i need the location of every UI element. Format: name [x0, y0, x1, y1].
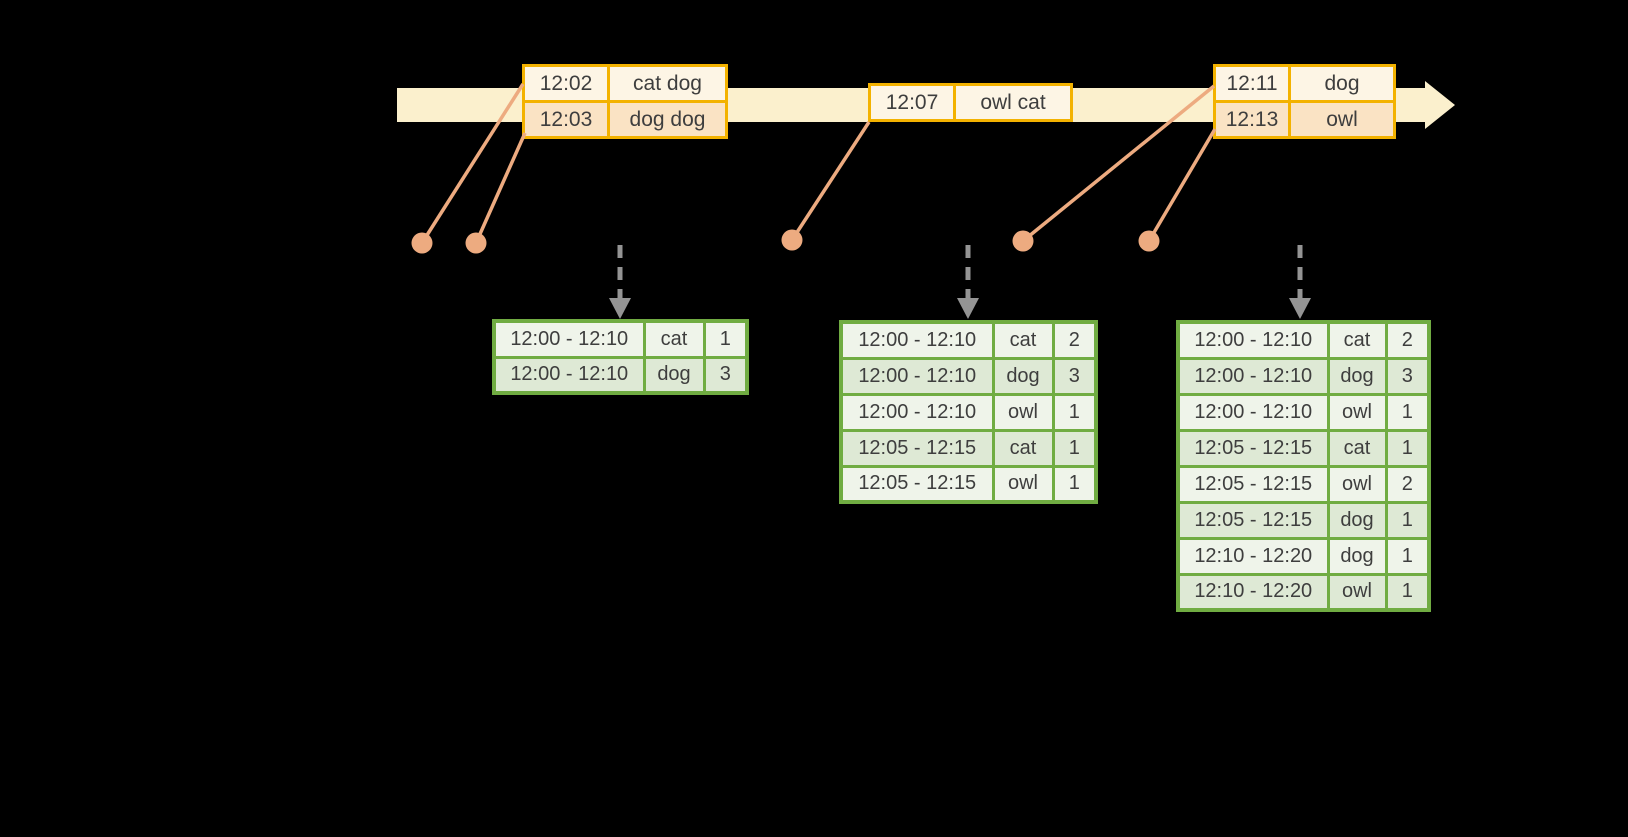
- event-dot-icon: [1012, 230, 1034, 252]
- trigger-down-arrow-icon: [609, 245, 631, 319]
- table-cell: 12:07: [868, 83, 956, 122]
- table-cell: 3: [702, 355, 749, 395]
- table-cell: owl: [1288, 100, 1396, 139]
- table-cell: 12:10 - 12:20: [1176, 572, 1330, 612]
- event-connector-line: [474, 132, 527, 244]
- table-cell: 12:05 - 12:15: [839, 464, 995, 504]
- table-cell: 12:00 - 12:10: [492, 355, 646, 395]
- table-cell: cat: [991, 428, 1055, 468]
- event-dot-icon: [411, 232, 433, 254]
- table-cell: owl: [1326, 392, 1388, 432]
- event-connector-line: [1147, 128, 1217, 242]
- table-cell: 1: [1384, 536, 1431, 576]
- table-cell: 12:05 - 12:15: [839, 428, 995, 468]
- table-cell: 1: [1051, 392, 1098, 432]
- table-cell: cat dog: [607, 64, 728, 103]
- table-cell: 12:10 - 12:20: [1176, 536, 1330, 576]
- table-cell: 1: [1051, 464, 1098, 504]
- event-connector-line: [790, 121, 871, 241]
- event-dot-icon: [1138, 230, 1160, 252]
- trigger-arrowhead-icon: [609, 298, 631, 319]
- event-dot-icon: [465, 232, 487, 254]
- table-cell: dog: [1326, 536, 1388, 576]
- table-cell: dog: [1288, 64, 1396, 103]
- table-cell: 2: [1384, 320, 1431, 360]
- table-cell: 12:00 - 12:10: [492, 319, 646, 359]
- table-cell: 12:00 - 12:10: [839, 392, 995, 432]
- table-cell: dog: [1326, 356, 1388, 396]
- table-cell: 12:00 - 12:10: [1176, 392, 1330, 432]
- table-cell: 12:00 - 12:10: [839, 356, 995, 396]
- table-cell: owl: [1326, 464, 1388, 504]
- table-cell: 1: [1384, 572, 1431, 612]
- trigger-arrowhead-icon: [957, 298, 979, 319]
- table-cell: 1: [1051, 428, 1098, 468]
- table-cell: 12:00 - 12:10: [1176, 356, 1330, 396]
- table-cell: 12:00 - 12:10: [1176, 320, 1330, 360]
- table-cell: 3: [1051, 356, 1098, 396]
- event-dot-icon: [781, 229, 803, 251]
- table-cell: 3: [1384, 356, 1431, 396]
- table-cell: 1: [1384, 428, 1431, 468]
- timeline-arrowhead-icon: [1425, 81, 1455, 129]
- table-cell: 12:13: [1213, 100, 1291, 139]
- table-cell: 1: [1384, 392, 1431, 432]
- table-cell: owl: [991, 464, 1055, 504]
- table-cell: dog dog: [607, 100, 728, 139]
- table-cell: 12:11: [1213, 64, 1291, 103]
- table-cell: 12:05 - 12:15: [1176, 428, 1330, 468]
- trigger-arrowhead-icon: [1289, 298, 1311, 319]
- table-cell: 2: [1051, 320, 1098, 360]
- table-cell: 12:05 - 12:15: [1176, 500, 1330, 540]
- table-cell: cat: [1326, 320, 1388, 360]
- table-cell: 1: [702, 319, 749, 359]
- table-cell: cat: [642, 319, 706, 359]
- trigger-down-arrow-icon: [1289, 245, 1311, 319]
- table-cell: 12:02: [522, 64, 610, 103]
- table-cell: owl cat: [953, 83, 1073, 122]
- trigger-down-arrow-icon: [957, 245, 979, 319]
- table-cell: dog: [1326, 500, 1388, 540]
- table-cell: 2: [1384, 464, 1431, 504]
- table-cell: dog: [991, 356, 1055, 396]
- table-cell: cat: [991, 320, 1055, 360]
- table-cell: owl: [1326, 572, 1388, 612]
- table-cell: 12:05 - 12:15: [1176, 464, 1330, 504]
- table-cell: 12:03: [522, 100, 610, 139]
- table-cell: cat: [1326, 428, 1388, 468]
- table-cell: dog: [642, 355, 706, 395]
- table-cell: owl: [991, 392, 1055, 432]
- table-cell: 12:00 - 12:10: [839, 320, 995, 360]
- table-cell: 1: [1384, 500, 1431, 540]
